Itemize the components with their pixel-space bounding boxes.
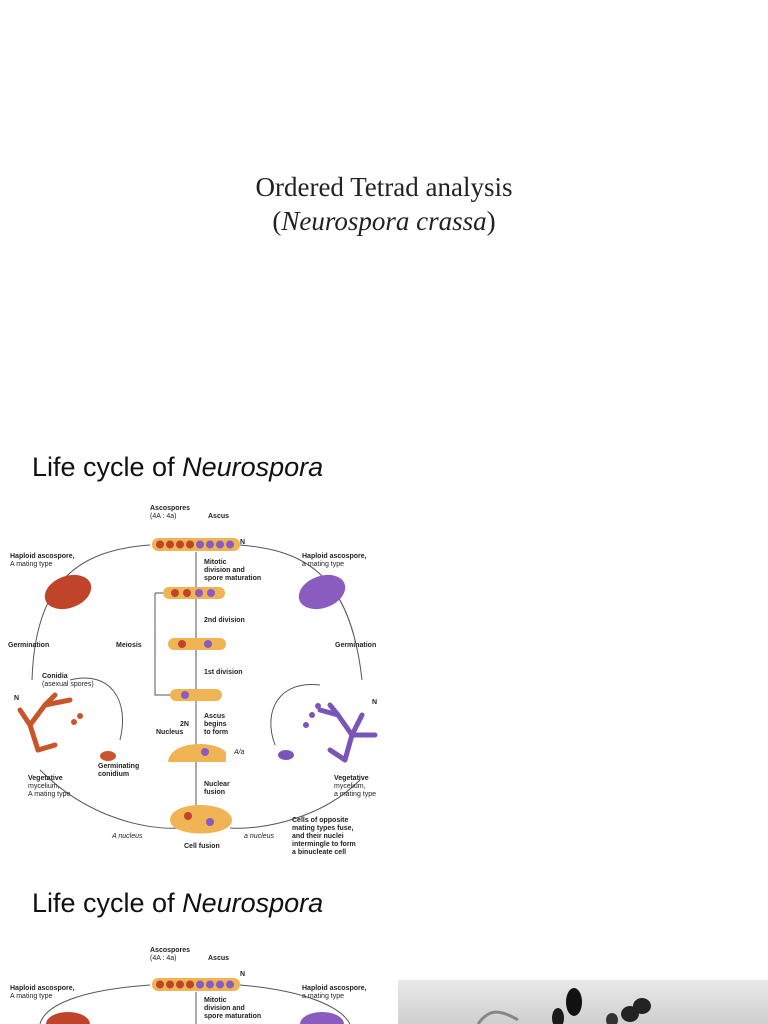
- section-title-prefix: Life cycle of: [32, 452, 183, 482]
- svg-text:to form: to form: [204, 729, 228, 736]
- svg-text:a nucleus: a nucleus: [244, 833, 274, 840]
- ascus-single: [170, 689, 222, 701]
- meiosis-bracket: [154, 593, 175, 696]
- svg-text:Haploid ascospore,: Haploid ascospore,: [302, 985, 367, 992]
- svg-text:Germination: Germination: [8, 642, 49, 649]
- svg-text:A nucleus: A nucleus: [111, 833, 143, 840]
- title-open-paren: (: [272, 206, 282, 236]
- lifecycle-diagram-1: Ascospores (4A : 4a) Ascus N Haploid asc…: [8, 505, 378, 856]
- svg-text:mycelium,: mycelium,: [28, 783, 60, 790]
- svg-text:(4A : 4a): (4A : 4a): [150, 955, 176, 962]
- germinating-conidium: [100, 751, 116, 761]
- svg-text:Haploid ascospore,: Haploid ascospore,: [10, 985, 75, 992]
- svg-text:Haploid ascospore,: Haploid ascospore,: [302, 553, 367, 560]
- svg-text:a mating type: a mating type: [302, 561, 344, 568]
- svg-text:mating types fuse,: mating types fuse,: [292, 825, 354, 832]
- lifecycle-diagram-2: Ascospores (4A : 4a) Ascus N Haploid asc…: [10, 947, 367, 1024]
- ascus-1st-div: [168, 638, 226, 650]
- title-species: Neurospora crassa: [281, 206, 487, 236]
- svg-text:spore maturation: spore maturation: [204, 1013, 261, 1020]
- svg-text:Vegetative: Vegetative: [334, 775, 369, 782]
- svg-text:A/a: A/a: [233, 749, 245, 756]
- slide-title: Ordered Tetrad analysis (Neurospora cras…: [0, 170, 768, 238]
- svg-text:Mitotic: Mitotic: [204, 997, 227, 1004]
- svg-text:conidium: conidium: [98, 771, 129, 778]
- svg-text:A mating type: A mating type: [10, 993, 53, 1000]
- ascospore-A: [44, 574, 92, 610]
- svg-text:begins: begins: [204, 721, 227, 728]
- svg-text:and their nuclei: and their nuclei: [292, 833, 344, 840]
- svg-text:mycelium,: mycelium,: [334, 783, 366, 790]
- svg-text:A mating type: A mating type: [10, 561, 53, 568]
- svg-text:N: N: [240, 971, 245, 978]
- svg-text:N: N: [240, 539, 245, 546]
- svg-text:intermingle to form: intermingle to form: [292, 841, 356, 848]
- svg-text:Cell fusion: Cell fusion: [184, 843, 220, 850]
- svg-text:a mating type: a mating type: [302, 993, 344, 1000]
- title-close-paren: ): [486, 206, 496, 236]
- svg-text:Conidia: Conidia: [42, 673, 68, 680]
- svg-text:Mitotic: Mitotic: [204, 559, 227, 566]
- svg-text:1st division: 1st division: [204, 669, 243, 676]
- svg-text:a binucleate cell: a binucleate cell: [292, 849, 346, 856]
- title-line-2: (Neurospora crassa): [0, 204, 768, 238]
- svg-text:spore maturation: spore maturation: [204, 575, 261, 582]
- section-title-1: Life cycle of Neurospora: [32, 452, 323, 483]
- svg-text:Ascus: Ascus: [208, 513, 229, 520]
- svg-text:2nd division: 2nd division: [204, 617, 245, 624]
- svg-text:Cells of opposite: Cells of opposite: [292, 817, 349, 824]
- svg-text:N: N: [14, 695, 19, 702]
- svg-text:Nuclear: Nuclear: [204, 781, 230, 788]
- svg-text:(asexual spores): (asexual spores): [42, 681, 94, 688]
- svg-text:division and: division and: [204, 1005, 245, 1012]
- section-title-prefix: Life cycle of: [32, 888, 183, 918]
- svg-text:division and: division and: [204, 567, 245, 574]
- svg-text:Germination: Germination: [335, 642, 376, 649]
- cycle-arrow-right-bottom: [229, 779, 361, 829]
- section-title-italic: Neurospora: [182, 888, 324, 918]
- svg-text:Ascospores: Ascospores: [150, 947, 190, 954]
- svg-text:a mating type: a mating type: [334, 791, 376, 798]
- svg-text:A mating type: A mating type: [28, 791, 71, 798]
- svg-text:Nucleus: Nucleus: [156, 729, 183, 736]
- fused-cell: [170, 805, 232, 834]
- cycle-arrow-right-top: [239, 544, 363, 681]
- svg-text:Germinating: Germinating: [98, 763, 139, 770]
- cycle-arrow-left-bottom: [39, 769, 181, 829]
- svg-text:Haploid ascospore,: Haploid ascospore,: [10, 553, 75, 560]
- section-title-italic: Neurospora: [182, 452, 324, 482]
- svg-text:Ascus: Ascus: [204, 713, 225, 720]
- ascospore-a: [298, 574, 346, 610]
- svg-text:(4A : 4a): (4A : 4a): [150, 513, 176, 520]
- mycelium-A: [17, 692, 73, 753]
- ascus-forming: [168, 743, 226, 762]
- micrograph-photo: [398, 980, 768, 1024]
- svg-text:fusion: fusion: [204, 789, 225, 796]
- svg-text:Meiosis: Meiosis: [116, 642, 142, 649]
- ascospores-row: [156, 540, 234, 549]
- svg-text:2N: 2N: [180, 721, 189, 728]
- svg-text:Vegetative: Vegetative: [28, 775, 63, 782]
- svg-text:N: N: [372, 699, 377, 706]
- mycelium-a: [317, 702, 378, 763]
- svg-text:Ascus: Ascus: [208, 955, 229, 962]
- svg-text:Ascospores: Ascospores: [150, 505, 190, 512]
- section-title-2: Life cycle of Neurospora: [32, 888, 323, 919]
- title-line-1: Ordered Tetrad analysis: [255, 172, 513, 202]
